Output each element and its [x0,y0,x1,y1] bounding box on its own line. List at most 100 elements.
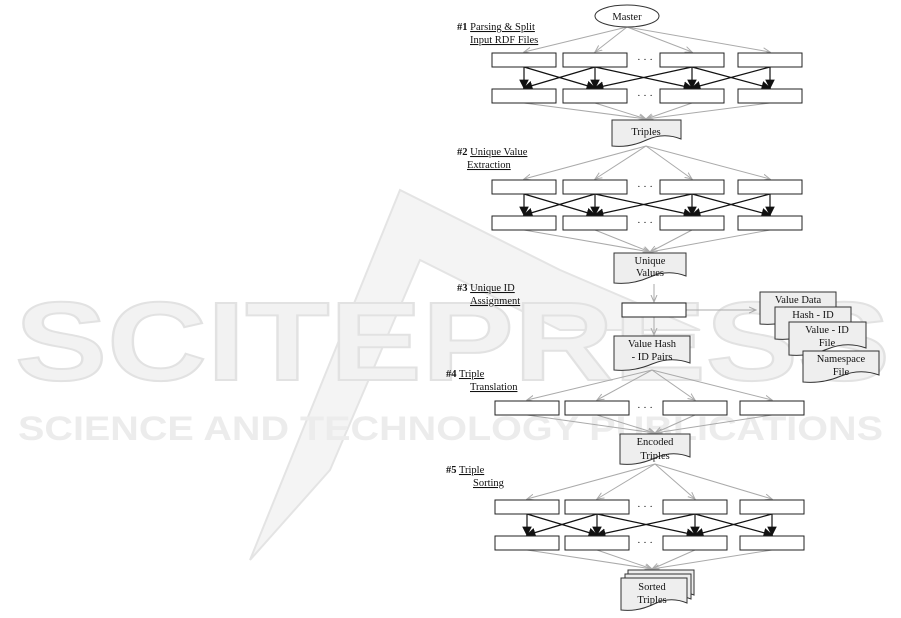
triples-doc-label: Triples [631,127,660,138]
collect-arrow [596,414,655,433]
collect-arrow [526,549,652,569]
ellipsis-dots: · · · [637,218,653,229]
value-hash-label-2: - ID Pairs [632,352,673,363]
value-id-label-2: File [819,338,836,349]
unique-values-label-1: Unique [635,256,666,267]
svg-text:#4 Triple: #4 Triple [446,369,485,380]
shuffle-arrow [690,193,771,218]
triples-doc [611,119,682,147]
worker-box [739,499,805,515]
value-id-label-1: Value - ID [805,325,849,336]
svg-text:#1 Parsing & Split: #1 Parsing & Split [457,22,535,33]
svg-text:Assignment: Assignment [470,296,520,307]
unique-values-label-2: Values [636,268,664,279]
worker-box [562,215,628,231]
watermark-main: SCITEPRESS [15,279,890,404]
collect-arrow [594,102,646,119]
worker-box [739,535,805,551]
value-id-file-doc [788,321,867,356]
worker-box [491,52,557,68]
encoded-label-1: Encoded [637,437,674,448]
worker-box [659,88,725,104]
worker-box [494,535,560,551]
worker-box [737,179,803,195]
watermark: SCITEPRESS SCIENCE AND TECHNOLOGY PUBLIC… [14,188,891,561]
distribute-arrow [651,369,695,400]
shuffle-arrow [525,513,598,538]
collect-arrow [650,229,771,252]
stage-2-label: #2 Unique Value Extraction [457,147,528,171]
collect-arrow [646,102,771,119]
shuffle-arrow [522,66,596,91]
worker-box [562,88,628,104]
worker-box [739,400,805,416]
distribute-arrow [645,145,692,179]
svg-text:Extraction: Extraction [467,160,511,171]
collect-arrow [652,549,696,569]
worker-box [562,52,628,68]
sorted-label-1: Sorted [638,582,666,593]
ellipsis-dots: · · · [637,182,653,193]
sorted-label-2: Triples [637,595,666,606]
stage-5-label: #5 Triple Sorting [446,465,505,489]
sorted-triples-doc [620,577,688,611]
worker-box [737,88,803,104]
encoded-triples-doc [619,433,691,465]
value-hash-doc [613,335,691,371]
hash-id-label: Hash - ID [792,310,834,321]
namespace-label-2: File [833,367,850,378]
worker-box [494,499,560,515]
shuffle-arrow [693,513,773,538]
namespace-file-doc [802,350,880,383]
worker-box [491,215,557,231]
worker-box [564,535,630,551]
distribute-arrow [654,463,772,499]
shuffle-arrow [522,193,596,218]
worker-box [662,400,728,416]
collect-arrow [650,229,693,252]
collect-arrow [523,229,650,252]
worker-box [662,535,728,551]
distribute-arrow [524,26,628,52]
distribute-arrow [597,369,653,400]
svg-text:Sorting: Sorting [473,478,505,489]
watermark-sub: SCIENCE AND TECHNOLOGY PUBLICATIONS [18,410,883,448]
distribute-arrow [654,463,695,499]
distribute-arrow [527,369,653,400]
shuffle-arrow [690,66,771,91]
svg-text:#2 Unique Value: #2 Unique Value [457,147,528,158]
collect-arrow [652,549,773,569]
worker-box [737,52,803,68]
worker-box [562,179,628,195]
worker-box [491,179,557,195]
distribute-arrow [527,463,656,499]
svg-text:Translation: Translation [470,382,518,393]
stage-4-label: #4 Triple Translation [446,369,518,393]
encoded-label-2: Triples [640,451,669,462]
distribute-arrow [595,26,628,52]
worker-box [564,400,630,416]
shuffle-arrow [593,66,693,91]
value-hash-label-1: Value Hash [628,339,677,350]
ellipsis-dots: · · · [637,55,653,66]
shuffle-arrow [595,513,696,538]
distribute-arrow [595,145,647,179]
ellipsis-dots: · · · [637,91,653,102]
worker-box [662,499,728,515]
master-label: Master [612,12,642,23]
worker-box [659,215,725,231]
distribute-arrow [626,26,770,52]
svg-text:Input RDF Files: Input RDF Files [470,35,538,46]
worker-box [494,400,560,416]
svg-text:#3 Unique ID: #3 Unique ID [457,283,515,294]
worker-box [621,302,687,318]
distribute-arrow [645,145,770,179]
distribute-arrow [651,369,772,400]
distribute-arrow [597,463,656,499]
ellipsis-dots: · · · [637,403,653,414]
svg-text:#5 Triple: #5 Triple [446,465,485,476]
worker-box [737,215,803,231]
collect-arrow [523,102,646,119]
